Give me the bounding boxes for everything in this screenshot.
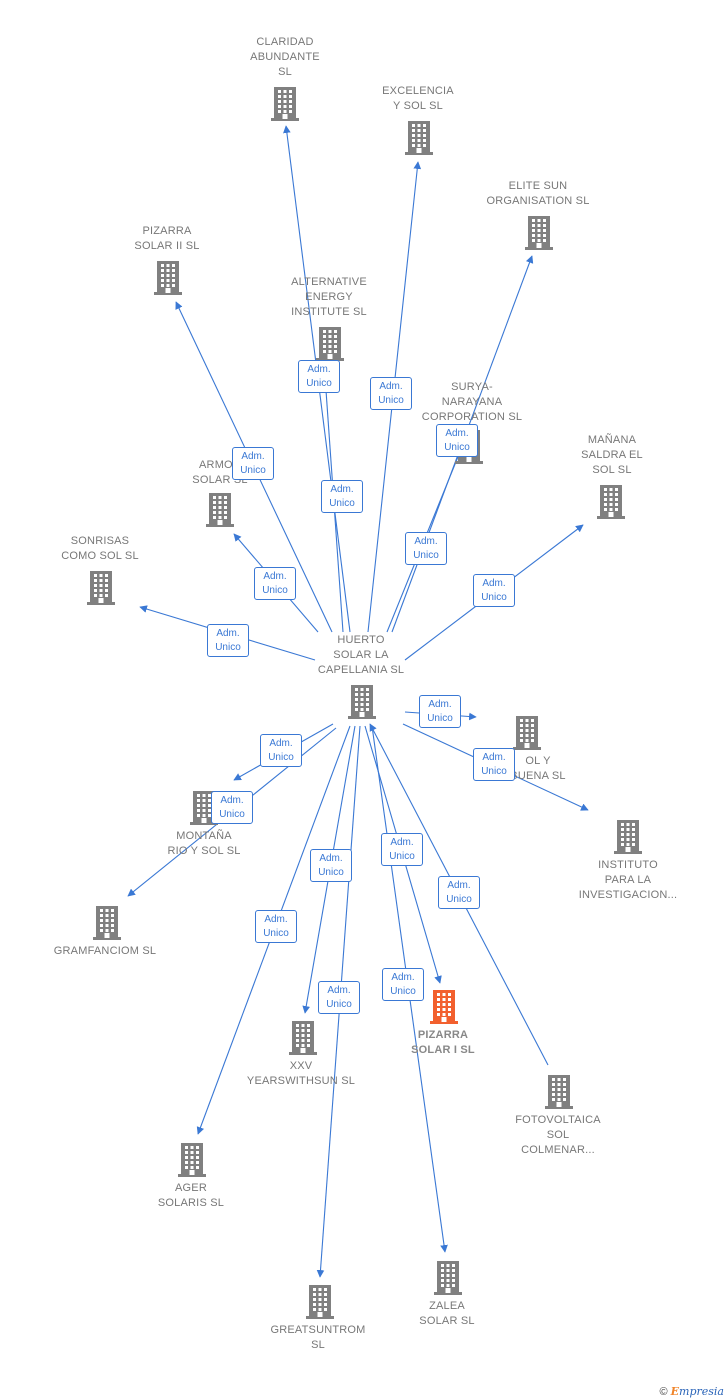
node-label: AGER SOLARIS SL [157,1182,225,1209]
node-sol-y-buena[interactable]: OL Y BUENA SL [468,716,588,784]
node-huerto-solar-la-capellania[interactable]: HUERTO SOLAR LA CAPELLANIA SL [301,633,421,719]
building-icon [433,1261,463,1300]
node-label: HUERTO SOLAR LA CAPELLANIA SL [317,634,405,676]
edge-label-gramfanciom[interactable]: Adm. Unico [211,791,253,824]
node-label: ELITE SUN ORGANISATION SL [486,180,590,207]
building-icon-highlighted [429,990,459,1029]
node-label: FOTOVOLTAICA SOL COLMENAR... [515,1114,601,1156]
building-icon [596,485,626,524]
edge-label-solybuena[interactable]: Adm. Unico [419,695,461,728]
node-label: OL Y BUENA SL [510,755,566,782]
node-label: MONTAÑA RIO Y SOL SL [167,830,241,857]
node-instituto-para-la-investigacion[interactable]: INSTITUTO PARA LA INVESTIGACION... [568,820,688,903]
building-icon [153,261,183,300]
node-ager-solaris[interactable]: AGER SOLARIS SL [131,1143,251,1211]
node-zalea-solar[interactable]: ZALEA SOLAR SL [387,1261,507,1329]
node-fotovoltaica-sol-colmenar[interactable]: FOTOVOLTAICA SOL COLMENAR... [498,1075,618,1158]
building-icon [512,716,542,755]
edge-label-claridad[interactable]: Adm. Unico [321,480,363,513]
edge-label-xxv[interactable]: Adm. Unico [310,849,352,882]
edge-label-montana[interactable]: Adm. Unico [260,734,302,767]
edge-label-surya[interactable]: Adm. Unico [436,424,478,457]
node-claridad-abundante[interactable]: CLARIDAD ABUNDANTE SL [225,35,345,121]
edge-label-manana[interactable]: Adm. Unico [473,574,515,607]
node-label: SONRISAS COMO SOL SL [61,535,139,562]
node-label: MAÑANA SALDRA EL SOL SL [581,434,643,476]
node-alternative-energy-institute[interactable]: ALTERNATIVE ENERGY INSTITUTE SL [269,275,389,361]
node-label: XXV YEARSWITHSUN SL [246,1060,356,1087]
node-label: INSTITUTO PARA LA INVESTIGACION... [578,859,678,901]
building-icon [86,571,116,610]
building-icon [92,906,122,945]
node-pizarra-solar-i[interactable]: PIZARRA SOLAR I SL [383,990,503,1058]
edge-label-excelencia[interactable]: Adm. Unico [370,377,412,410]
edge-label-sonrisas[interactable]: Adm. Unico [207,624,249,657]
edge-label-elite[interactable]: Adm. Unico [405,532,447,565]
node-label: SURYA- NARAYANA CORPORATION SL [421,381,523,423]
node-manana-saldra-el-sol[interactable]: MAÑANA SALDRA EL SOL SL [552,433,672,519]
building-icon [205,493,235,532]
edge-label-pizarra2[interactable]: Adm. Unico [232,447,274,480]
node-label: PIZARRA SOLAR I SL [411,1029,475,1056]
building-icon [305,1285,335,1324]
edge-label-ager[interactable]: Adm. Unico [255,910,297,943]
edge-label-instituto[interactable]: Adm. Unico [473,748,515,781]
building-icon [524,216,554,255]
node-elite-sun-organisation[interactable]: ELITE SUN ORGANISATION SL [478,179,598,250]
edge-label-greatsuntrom[interactable]: Adm. Unico [318,981,360,1014]
node-xxv-yearswithsun[interactable]: XXV YEARSWITHSUN SL [241,1021,361,1089]
copyright-symbol: © [659,1386,668,1398]
building-icon [177,1143,207,1182]
copyright-footer: © Empresia [659,1385,724,1398]
edge-label-zalea[interactable]: Adm. Unico [382,968,424,1001]
node-excelencia-y-sol[interactable]: EXCELENCIA Y SOL SL [358,84,478,155]
node-label: CLARIDAD ABUNDANTE SL [250,36,320,78]
node-label: EXCELENCIA Y SOL SL [382,85,454,112]
node-label: PIZARRA SOLAR II SL [134,225,200,252]
building-icon [270,87,300,126]
node-sonrisas-como-sol[interactable]: SONRISAS COMO SOL SL [40,534,160,605]
node-label: ZALEA SOLAR SL [419,1300,475,1327]
building-icon [544,1075,574,1114]
building-icon [613,820,643,859]
node-label: GRAMFANCIOM SL [53,945,157,957]
node-label: ALTERNATIVE ENERGY INSTITUTE SL [291,276,367,318]
node-surya-narayana-corporation[interactable]: SURYA- NARAYANA CORPORATION SL [412,380,532,464]
node-montana-rio-y-sol[interactable]: MONTAÑA RIO Y SOL SL [144,791,264,859]
node-pizarra-solar-ii[interactable]: PIZARRA SOLAR II SL [107,224,227,295]
edge-label-pizarra1[interactable]: Adm. Unico [381,833,423,866]
edge-label-alternative[interactable]: Adm. Unico [298,360,340,393]
node-greatsuntrom[interactable]: GREATSUNTROM SL [258,1285,378,1353]
empresia-logo[interactable]: Empresia [670,1385,724,1398]
edge-label-fotovoltaica[interactable]: Adm. Unico [438,876,480,909]
building-icon [288,1021,318,1060]
building-icon [347,685,377,724]
building-icon [404,121,434,160]
edge-label-armon[interactable]: Adm. Unico [254,567,296,600]
building-icon [189,791,219,830]
building-icon [315,327,345,366]
node-label: GREATSUNTROM SL [270,1324,366,1351]
node-gramfanciom[interactable]: GRAMFANCIOM SL [45,906,165,959]
